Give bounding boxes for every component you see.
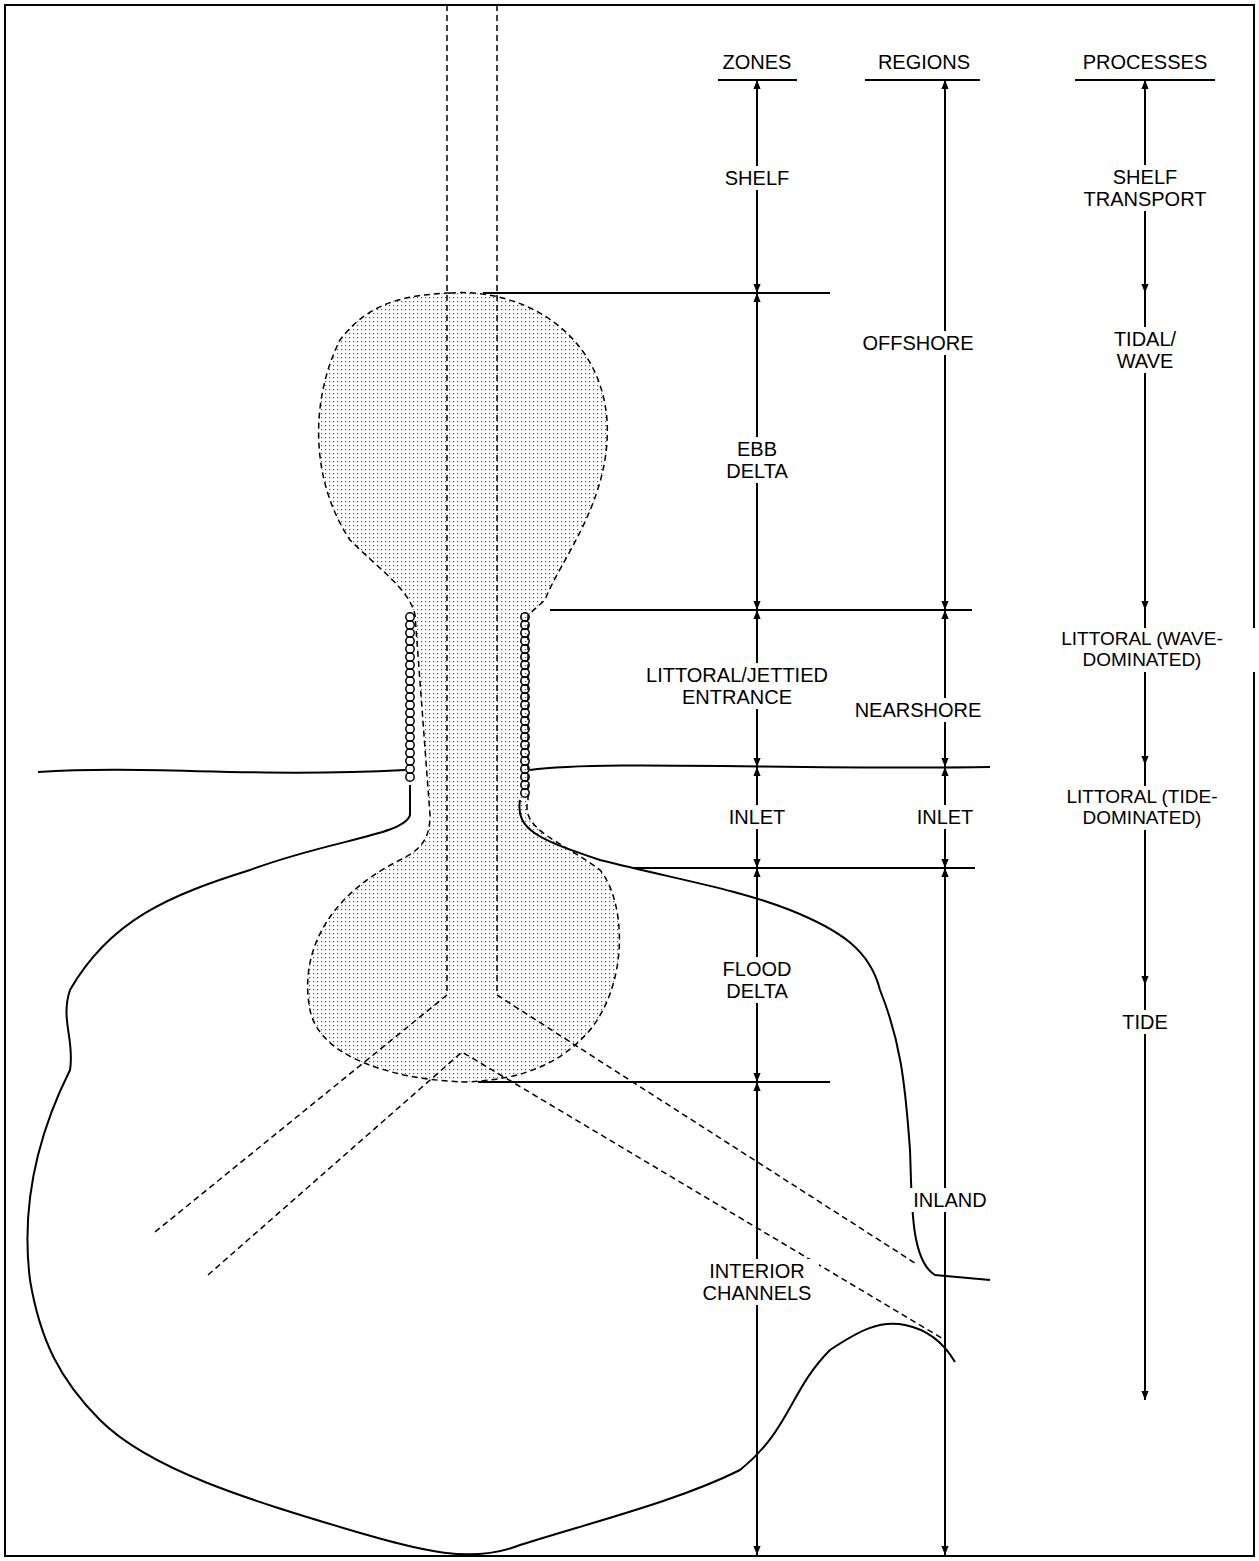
jetty-rock bbox=[406, 701, 414, 709]
jetty-rock bbox=[521, 613, 529, 621]
jetty-rock bbox=[406, 685, 414, 693]
jetty-rock bbox=[406, 741, 414, 749]
zone-label: ZONES bbox=[720, 50, 795, 74]
jetty-rock bbox=[406, 645, 414, 653]
dimension-arrow bbox=[1144, 985, 1146, 1400]
jetty-rock bbox=[521, 637, 529, 645]
jetty-rock bbox=[521, 725, 529, 733]
jetty-rock bbox=[406, 613, 414, 621]
jetty-rock bbox=[521, 781, 529, 789]
jetty-rock bbox=[406, 661, 414, 669]
jetty-rock bbox=[521, 717, 529, 725]
jetty-rock bbox=[406, 677, 414, 685]
jetty-rock bbox=[406, 637, 414, 645]
jetty-rock bbox=[521, 789, 529, 797]
jetty-rock bbox=[521, 773, 529, 781]
zone-label: TIDE bbox=[1119, 1010, 1171, 1034]
zone-label: TIDAL/ WAVE bbox=[1106, 327, 1184, 373]
zone-label: OFFSHORE bbox=[859, 331, 976, 355]
jetty-rock bbox=[521, 765, 529, 773]
jetty-rock bbox=[406, 773, 414, 781]
jetty-rock bbox=[521, 693, 529, 701]
jetty-rock bbox=[406, 733, 414, 741]
jetty-rock bbox=[521, 741, 529, 749]
jetty-rock bbox=[406, 621, 414, 629]
zone-label: PROCESSES bbox=[1080, 50, 1210, 74]
jetty-rock bbox=[521, 677, 529, 685]
dimension-arrow bbox=[756, 1082, 758, 1555]
jetty-rock bbox=[406, 749, 414, 757]
jetty-rock bbox=[521, 685, 529, 693]
jetty-rock bbox=[521, 757, 529, 765]
zone-label: EBB DELTA bbox=[717, 437, 797, 483]
zone-label: INLET bbox=[914, 805, 977, 829]
jetty-rock bbox=[521, 733, 529, 741]
jetty-rock bbox=[406, 725, 414, 733]
zone-label: INTERIOR CHANNELS bbox=[695, 1259, 819, 1305]
jetty-rock bbox=[521, 621, 529, 629]
dimension-arrow bbox=[944, 610, 946, 767]
jetty-rock bbox=[406, 653, 414, 661]
jetty-rock bbox=[521, 709, 529, 717]
jetty-rock bbox=[521, 669, 529, 677]
jetty-rock bbox=[521, 749, 529, 757]
zone-label: FLOOD DELTA bbox=[712, 957, 802, 1003]
jetty-rock bbox=[406, 693, 414, 701]
zone-label: LITTORAL (TIDE-DOMINATED) bbox=[1031, 786, 1253, 830]
zone-label: SHELF TRANSPORT bbox=[1080, 165, 1210, 211]
zone-label: REGIONS bbox=[875, 50, 973, 74]
jetty-rock bbox=[521, 645, 529, 653]
jetty-rock bbox=[406, 757, 414, 765]
zone-label: NEARSHORE bbox=[852, 698, 985, 722]
jetty-rock bbox=[406, 629, 414, 637]
zone-label: LITTORAL/JETTIED ENTRANCE bbox=[628, 663, 846, 709]
zone-label: SHELF bbox=[722, 166, 792, 190]
zone-label: LITTORAL (WAVE-DOMINATED) bbox=[1029, 628, 1255, 672]
zone-label: INLAND bbox=[910, 1188, 989, 1212]
jetty-rock bbox=[406, 669, 414, 677]
jetty-rock bbox=[521, 661, 529, 669]
jetty-rock bbox=[521, 653, 529, 661]
jetty-rock bbox=[406, 717, 414, 725]
jetty-rock bbox=[406, 709, 414, 717]
jetty-rock bbox=[521, 629, 529, 637]
jetty-rock bbox=[406, 765, 414, 773]
zone-label: INLET bbox=[726, 805, 789, 829]
jetty-rock bbox=[521, 701, 529, 709]
